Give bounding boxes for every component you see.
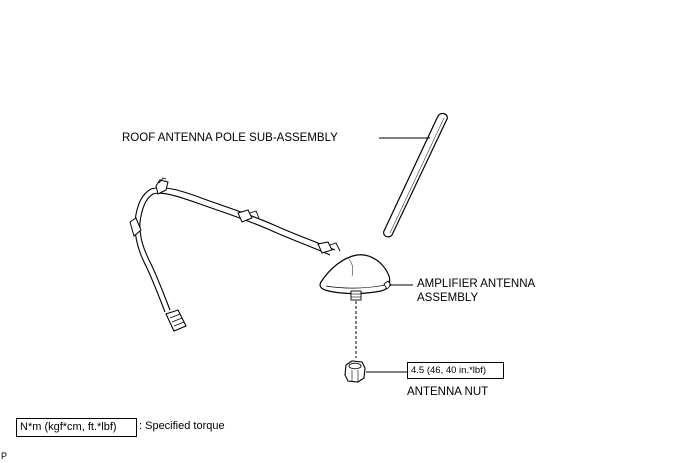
torque-legend-description: : Specified torque [139,420,225,432]
amplifier-antenna [319,254,392,301]
corner-code: P [1,451,8,461]
torque-unit-legend-box: N*m (kgf*cm, ft.*lbf) [16,418,137,437]
wire-harness [129,177,341,332]
antenna-nut-label: ANTENNA NUT [407,386,489,398]
amplifier-antenna-label-line2: ASSEMBLY [417,292,479,304]
torque-value-box: 4.5 (46, 40 in.*lbf) [407,362,504,379]
amplifier-antenna-label: AMPLIFIER ANTENNA [417,278,536,290]
antenna-pole [383,112,448,238]
antenna-nut [344,360,366,383]
roof-antenna-pole-label: ROOF ANTENNA POLE SUB-ASSEMBLY [122,132,338,144]
